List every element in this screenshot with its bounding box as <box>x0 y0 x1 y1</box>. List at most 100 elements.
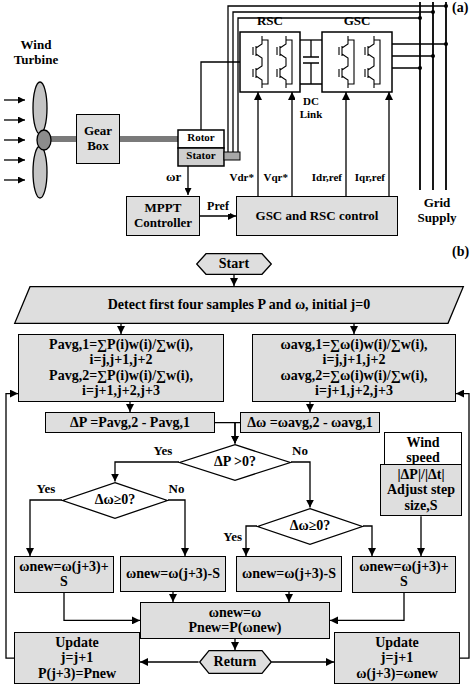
connector <box>120 324 121 334</box>
node-text: MPPT Controller <box>130 201 196 231</box>
node-text: GSC <box>322 14 392 29</box>
wind-arrow <box>4 159 25 160</box>
input-parallelogram: Detect first four samples P and ω, initi… <box>14 286 464 324</box>
node-text: ωavg,1=∑ω(i)w(i)/∑w(i), i=j,j+1,j+2 <box>256 337 452 368</box>
component-label: Rotor <box>178 131 224 144</box>
process-box: Updatej=j+1P(j+3)=Pnew <box>14 632 140 684</box>
node-text: ωavg,2=∑ω(i)w(i)/∑w(i), i=j+1,j+2,j+3 <box>256 368 452 399</box>
node-outline-shape <box>63 482 168 518</box>
controller-box: MPPT Controller <box>126 196 200 236</box>
stator-terminal <box>224 152 240 160</box>
connector-label: Iqr,ref <box>354 171 386 184</box>
wind-arrow <box>4 99 25 100</box>
node-text: ωnew=ω(j+3)+S <box>356 559 452 590</box>
junction-dot <box>418 66 422 70</box>
controller-box: GSC and RSC control <box>236 196 398 236</box>
igbt-symbol <box>253 36 268 88</box>
connector <box>246 526 257 556</box>
igbt-symbol <box>339 36 354 88</box>
node-text: Start <box>219 256 249 271</box>
junction-dot <box>444 4 448 8</box>
connector <box>309 402 310 412</box>
connector-label: No <box>291 444 309 459</box>
process-box: ωavg,1=∑ω(i)w(i)/∑w(i), i=j,j+1,j+2ωavg,… <box>252 334 456 402</box>
node-text: |ΔP|/|Δt| <box>384 467 458 482</box>
node-outline-shape <box>197 254 272 275</box>
connector <box>234 639 235 650</box>
speed-signal-wire <box>187 166 188 195</box>
process-box: Δω =ωavg,2 - ωavg,1 <box>240 412 380 433</box>
connector <box>129 402 130 412</box>
connector <box>215 423 235 444</box>
stator-block <box>178 148 224 166</box>
node-text: P(j+3)=Pnew <box>18 666 136 681</box>
node-outline-shape <box>199 651 271 674</box>
terminator-shape: Start <box>196 253 272 275</box>
node-text: Detect first four samples P and ω, initi… <box>104 297 374 312</box>
connector <box>200 215 236 216</box>
node-text: j=j+1 <box>18 650 136 665</box>
connector-label: Yes <box>222 530 243 545</box>
decision-diamond: Δω≥0? <box>62 482 168 519</box>
connector <box>168 500 185 556</box>
rotor-converter-wire <box>201 62 240 130</box>
connector <box>115 462 179 482</box>
connector <box>353 324 354 334</box>
rotor-block <box>178 130 224 148</box>
connector <box>291 92 292 196</box>
node-text: Return <box>214 654 257 669</box>
connector-label: DC Link <box>295 95 327 120</box>
node-text: Δω≥0? <box>290 518 331 533</box>
stator-grid-wires <box>228 6 446 152</box>
connector <box>288 592 289 602</box>
process-box: ωnew=ω(j+3)+S <box>352 556 456 593</box>
connector-label: Yes <box>36 482 57 497</box>
turbine-blade <box>33 82 47 134</box>
wind-arrow <box>4 179 25 180</box>
node-text: Pnew=P(ωnew) <box>144 620 326 635</box>
node-text: ω(j+3)=ωnew <box>338 666 456 681</box>
connector <box>6 394 18 659</box>
node-text: RSC <box>240 14 300 29</box>
component-label: Stator <box>178 149 224 162</box>
connector <box>363 526 372 556</box>
process-box: Updatej=j+1ω(j+3)=ωnew <box>334 632 460 684</box>
terminator-shape: Return <box>199 650 272 674</box>
connector <box>257 92 258 196</box>
igbt-symbol <box>277 36 292 88</box>
connector <box>300 39 322 40</box>
igbt-legs <box>253 36 380 88</box>
node-text: ωnew=ω(j+3)+S <box>18 559 110 590</box>
connector <box>271 661 334 662</box>
node-text: Update <box>338 635 456 650</box>
wind-arrows <box>4 100 25 180</box>
node-text: Wind speed <box>388 435 458 466</box>
node-text: ωnew=ω <box>144 605 326 620</box>
node-outline-shape <box>258 508 363 544</box>
connector <box>64 593 140 621</box>
connector <box>330 593 404 621</box>
wind-arrow <box>4 119 25 120</box>
connector <box>172 592 173 602</box>
connector <box>420 516 421 556</box>
grid-bus <box>420 2 446 190</box>
process-box: ωnew=ωPnew=P(ωnew) <box>140 602 330 639</box>
connector <box>388 92 389 196</box>
junction-dots <box>418 4 448 70</box>
signal-label: ωr <box>166 170 181 185</box>
process-box: ΔP =Pavg,2 - Pavg,1 <box>45 412 215 433</box>
converter-grid-wires <box>392 44 446 68</box>
connector <box>30 500 62 556</box>
node-text: Δω =ωavg,2 - ωavg,1 <box>244 415 376 430</box>
connector <box>140 661 199 662</box>
node-text: ωnew=ω(j+3)-S <box>124 566 222 581</box>
generator-shaft <box>119 136 179 142</box>
turbine-blade <box>33 146 47 198</box>
connector <box>233 275 234 286</box>
component-label: Grid Supply <box>404 196 470 226</box>
wind-arrow <box>4 139 25 140</box>
node-text: j=j+1 <box>338 650 456 665</box>
junction-dot <box>444 42 448 46</box>
